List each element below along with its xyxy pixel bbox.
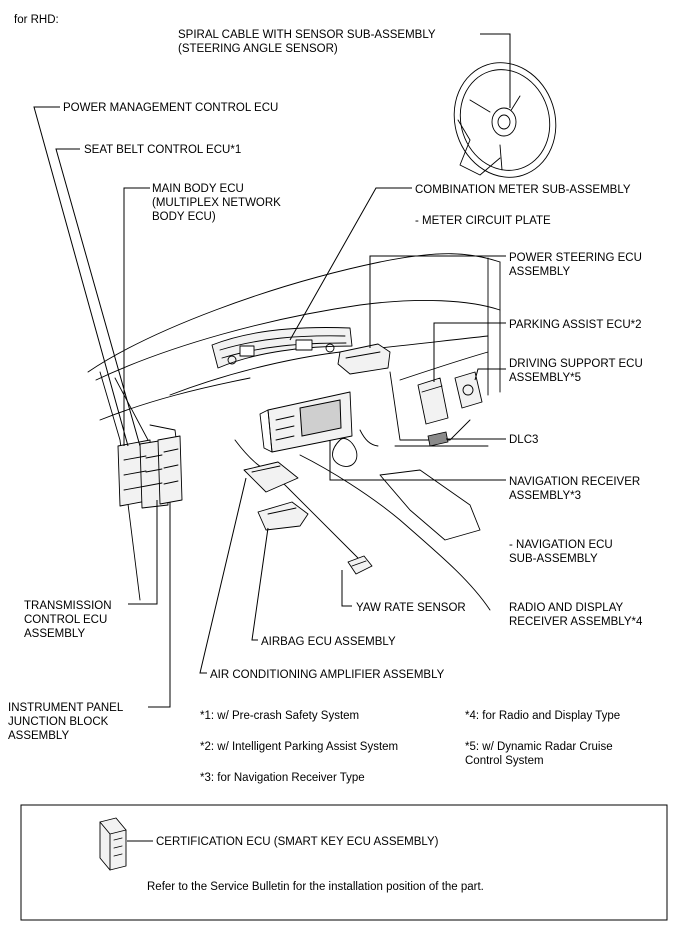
- svg-text:*4: for Radio and Display Type: *4: for Radio and Display Type: [465, 710, 620, 722]
- air-conditioning-amplifier-illustration: [243, 461, 299, 493]
- callout-parking-assist-ecu: PARKING ASSIST ECU*2: [509, 319, 642, 331]
- svg-text:AIRBAG ECU ASSEMBLY: AIRBAG ECU ASSEMBLY: [261, 636, 396, 648]
- navigation-receiver-illustration: [259, 391, 353, 453]
- callout-seat-belt-control-ecu: SEAT BELT CONTROL ECU*1: [84, 144, 241, 156]
- svg-text:*5: w/ Dynamic Radar Cruise: *5: w/ Dynamic Radar Cruise: [465, 741, 613, 753]
- dlc3-illustration: [427, 431, 449, 447]
- footnote-1: *1: w/ Pre-crash Safety System: [200, 710, 359, 722]
- svg-text:*2: w/ Intelligent Parking Ass: *2: w/ Intelligent Parking Assist System: [200, 741, 398, 753]
- callout-meter-circuit-plate: - METER CIRCUIT PLATE: [415, 215, 551, 227]
- svg-text:JUNCTION BLOCK: JUNCTION BLOCK: [8, 716, 109, 728]
- certification-ecu-label: CERTIFICATION ECU (SMART KEY ECU ASSEMBL…: [156, 836, 439, 848]
- airbag-ecu-illustration: [257, 501, 309, 531]
- svg-text:RADIO AND DISPLAY: RADIO AND DISPLAY: [509, 602, 624, 614]
- svg-text:- NAVIGATION ECU: - NAVIGATION ECU: [509, 539, 613, 551]
- svg-text:- METER CIRCUIT PLATE: - METER CIRCUIT PLATE: [415, 215, 551, 227]
- svg-text:NAVIGATION RECEIVER: NAVIGATION RECEIVER: [509, 476, 640, 488]
- callout-radio-display-receiver: RADIO AND DISPLAY RECEIVER ASSEMBLY*4: [509, 602, 643, 628]
- footnote-4: *4: for Radio and Display Type: [465, 710, 620, 722]
- driving-support-ecu-illustration: [454, 371, 483, 409]
- svg-text:TRANSMISSION: TRANSMISSION: [24, 600, 112, 612]
- svg-text:MAIN BODY ECU: MAIN BODY ECU: [152, 183, 244, 195]
- callout-power-steering-ecu: POWER STEERING ECU ASSEMBLY: [509, 252, 642, 278]
- svg-text:BODY ECU): BODY ECU): [152, 211, 216, 223]
- svg-text:RECEIVER ASSEMBLY*4: RECEIVER ASSEMBLY*4: [509, 616, 643, 628]
- footnote-3: *3: for Navigation Receiver Type: [200, 772, 365, 784]
- svg-text:PARKING ASSIST ECU*2: PARKING ASSIST ECU*2: [509, 319, 642, 331]
- footnote-5: *5: w/ Dynamic Radar Cruise Control Syst…: [465, 741, 613, 767]
- callout-yaw-rate-sensor: YAW RATE SENSOR: [356, 602, 466, 614]
- svg-text:DRIVING SUPPORT ECU: DRIVING SUPPORT ECU: [509, 358, 643, 370]
- svg-text:INSTRUMENT PANEL: INSTRUMENT PANEL: [8, 702, 124, 714]
- svg-text:POWER STEERING ECU: POWER STEERING ECU: [509, 252, 642, 264]
- svg-text:SEAT BELT CONTROL ECU*1: SEAT BELT CONTROL ECU*1: [84, 144, 241, 156]
- svg-text:*1: w/ Pre-crash Safety System: *1: w/ Pre-crash Safety System: [200, 710, 359, 722]
- yaw-rate-sensor-illustration: [347, 555, 373, 575]
- svg-text:ASSEMBLY: ASSEMBLY: [8, 730, 69, 742]
- power-steering-ecu-illustration: [337, 343, 391, 375]
- callout-instrument-panel-junction-block: INSTRUMENT PANEL JUNCTION BLOCK ASSEMBLY: [8, 702, 124, 742]
- svg-text:POWER MANAGEMENT CONTROL ECU: POWER MANAGEMENT CONTROL ECU: [63, 102, 278, 114]
- callout-driving-support-ecu: DRIVING SUPPORT ECU ASSEMBLY*5: [509, 358, 643, 384]
- svg-text:YAW RATE SENSOR: YAW RATE SENSOR: [356, 602, 466, 614]
- svg-text:AIR CONDITIONING AMPLIFIER ASS: AIR CONDITIONING AMPLIFIER ASSEMBLY: [210, 669, 445, 681]
- svg-text:(STEERING ANGLE SENSOR): (STEERING ANGLE SENSOR): [178, 43, 338, 55]
- dashboard-illustration: [87, 253, 501, 611]
- svg-text:ASSEMBLY: ASSEMBLY: [509, 266, 570, 278]
- callout-air-conditioning-amplifier: AIR CONDITIONING AMPLIFIER ASSEMBLY: [210, 669, 445, 681]
- steering-wheel-illustration: [453, 62, 557, 178]
- callout-transmission-control-ecu: TRANSMISSION CONTROL ECU ASSEMBLY: [24, 600, 112, 640]
- svg-text:COMBINATION METER SUB-ASSEMBLY: COMBINATION METER SUB-ASSEMBLY: [415, 184, 631, 196]
- callout-navigation-ecu: - NAVIGATION ECU SUB-ASSEMBLY: [509, 539, 613, 565]
- svg-text:(MULTIPLEX NETWORK: (MULTIPLEX NETWORK: [152, 197, 281, 209]
- certification-ecu-box: CERTIFICATION ECU (SMART KEY ECU ASSEMBL…: [20, 804, 668, 921]
- certification-ecu-icon: [99, 817, 127, 871]
- callout-navigation-receiver: NAVIGATION RECEIVER ASSEMBLY*3: [509, 476, 640, 502]
- combination-meter-illustration: [211, 327, 353, 369]
- svg-text:ASSEMBLY*3: ASSEMBLY*3: [509, 490, 581, 502]
- callout-dlc3: DLC3: [509, 434, 538, 446]
- callout-airbag-ecu: AIRBAG ECU ASSEMBLY: [261, 636, 396, 648]
- variant-label: for RHD:: [14, 14, 59, 26]
- svg-text:Control System: Control System: [465, 755, 544, 767]
- svg-text:CONTROL ECU: CONTROL ECU: [24, 614, 107, 626]
- callout-power-management-ecu: POWER MANAGEMENT CONTROL ECU: [63, 102, 278, 114]
- leader-lines: [33, 33, 511, 708]
- footnote-2: *2: w/ Intelligent Parking Assist System: [200, 741, 398, 753]
- svg-text:DLC3: DLC3: [509, 434, 538, 446]
- left-ecu-stack-illustration: [117, 435, 183, 509]
- svg-text:ASSEMBLY: ASSEMBLY: [24, 628, 85, 640]
- svg-text:ASSEMBLY*5: ASSEMBLY*5: [509, 372, 581, 384]
- callout-main-body-ecu: MAIN BODY ECU (MULTIPLEX NETWORK BODY EC…: [152, 183, 281, 223]
- callout-spiral-cable: SPIRAL CABLE WITH SENSOR SUB-ASSEMBLY (S…: [178, 29, 436, 55]
- svg-text:SPIRAL CABLE WITH SENSOR SUB-A: SPIRAL CABLE WITH SENSOR SUB-ASSEMBLY: [178, 29, 436, 41]
- refer-note: Refer to the Service Bulletin for the in…: [147, 881, 484, 893]
- svg-text:*3: for Navigation Receiver Ty: *3: for Navigation Receiver Type: [200, 772, 365, 784]
- svg-text:SUB-ASSEMBLY: SUB-ASSEMBLY: [509, 553, 598, 565]
- callout-combination-meter: COMBINATION METER SUB-ASSEMBLY: [415, 184, 631, 196]
- parking-assist-ecu-illustration: [417, 377, 449, 425]
